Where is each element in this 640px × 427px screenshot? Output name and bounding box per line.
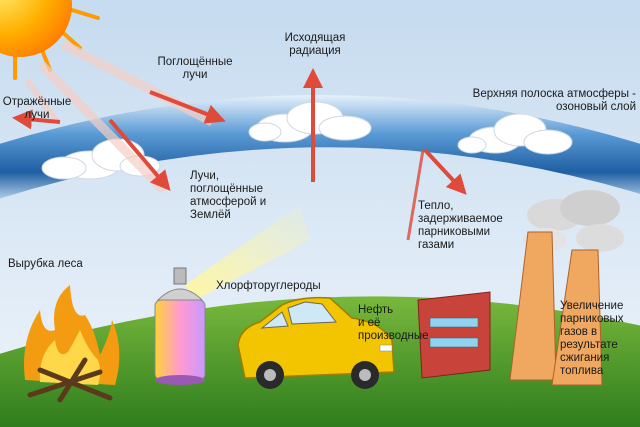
label-deforestation: Вырубка леса <box>8 258 83 270</box>
sun-icon <box>0 0 100 80</box>
car-icon <box>237 296 395 389</box>
trapped-heat-arrow <box>423 148 467 195</box>
cloud-icon <box>457 113 573 155</box>
solar-ray-beam <box>24 78 60 124</box>
reflected-rays-arrow <box>12 109 61 130</box>
label-ozone-layer: Верхняя полоска атмосферы -озоновый слой <box>472 88 636 113</box>
absorbed-rays-arrow <box>149 90 226 124</box>
heat-ray-arrow <box>406 149 425 241</box>
solar-ray-beam <box>38 62 168 193</box>
spray-beam <box>185 205 310 300</box>
solar-ray-beam <box>60 40 215 126</box>
atmosphere-absorbed-arrow <box>108 118 171 192</box>
spray-can-icon <box>154 267 206 385</box>
fire-icon <box>24 285 120 403</box>
cloud-icon <box>248 101 372 143</box>
label-chlorofluorocarbons: Хлорфторуглероды <box>216 280 321 292</box>
factory-icon <box>417 190 624 386</box>
atmosphere-band <box>0 95 640 199</box>
